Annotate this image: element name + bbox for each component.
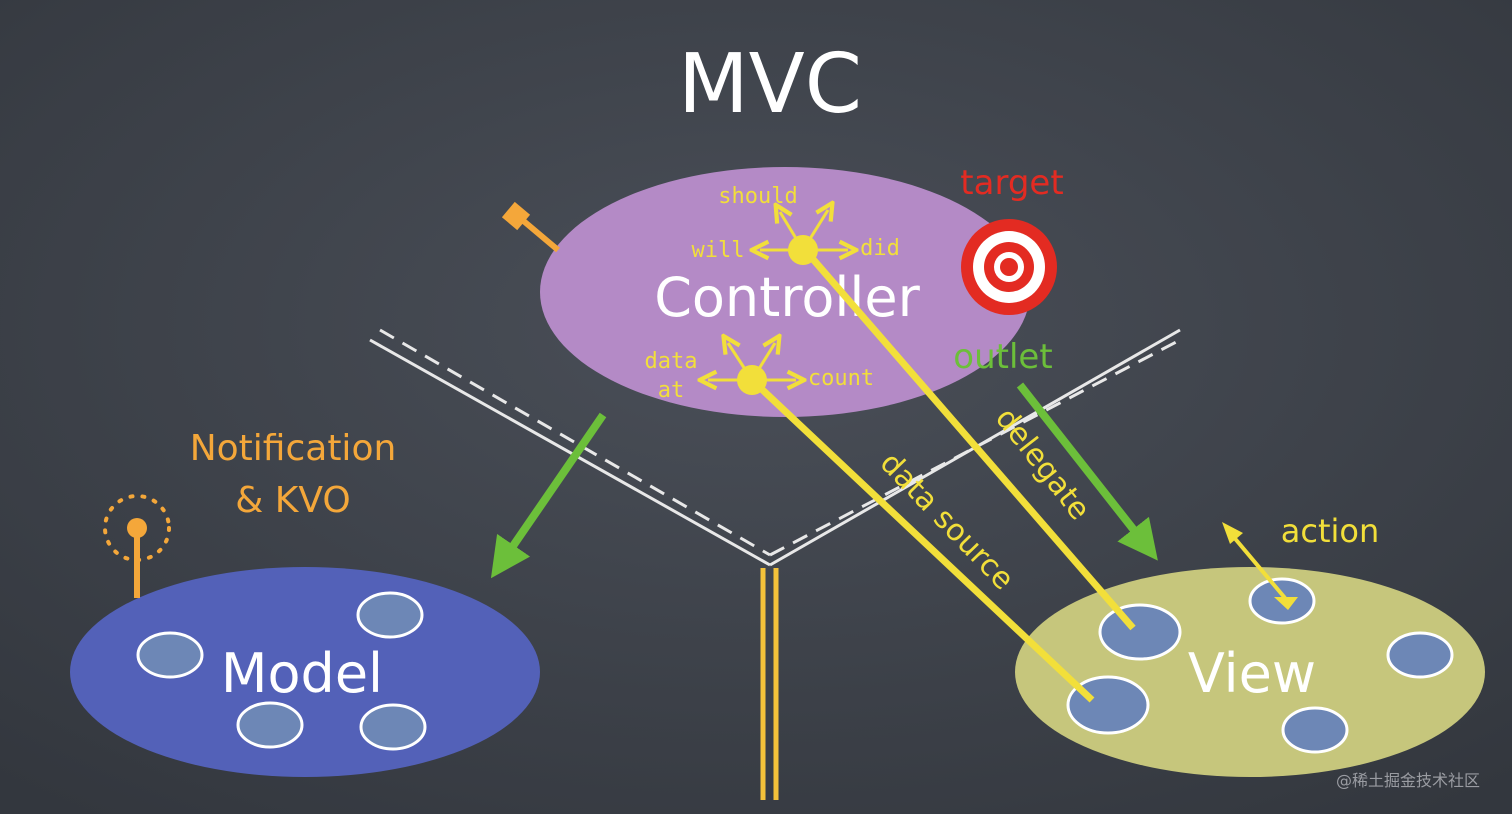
action-arrow — [1222, 522, 1298, 610]
model-label: Model — [221, 642, 383, 705]
controller-ellipse — [540, 167, 1030, 417]
watermark-text: @稀土掘金技术社区 — [1336, 771, 1480, 790]
target-icon — [961, 219, 1057, 315]
view-objects — [1066, 577, 1454, 754]
controller-label: Controller — [654, 266, 920, 329]
controller-antenna-icon — [501, 201, 560, 253]
outlet-arrows — [490, 382, 1158, 579]
notification-label: Notification — [190, 428, 397, 469]
at-label: at — [658, 378, 685, 403]
delegate-datasource-lines — [749, 247, 1136, 703]
outlet-label: outlet — [953, 337, 1052, 377]
diagram-title: MVC — [678, 37, 862, 132]
view-label: View — [1188, 642, 1316, 705]
count-label: count — [808, 366, 874, 391]
action-label: action — [1281, 512, 1380, 550]
should-label: should — [718, 184, 797, 209]
target-label: target — [960, 163, 1063, 203]
datasource-hub — [708, 343, 796, 395]
separator-lines — [369, 328, 1181, 800]
will-label: will — [692, 238, 745, 263]
delegate-hub — [760, 210, 848, 265]
did-label: did — [860, 236, 900, 261]
data-label: data — [645, 349, 698, 374]
model-objects — [136, 591, 427, 751]
radio-tower-icon — [103, 494, 171, 598]
kvo-label: & KVO — [235, 480, 350, 521]
